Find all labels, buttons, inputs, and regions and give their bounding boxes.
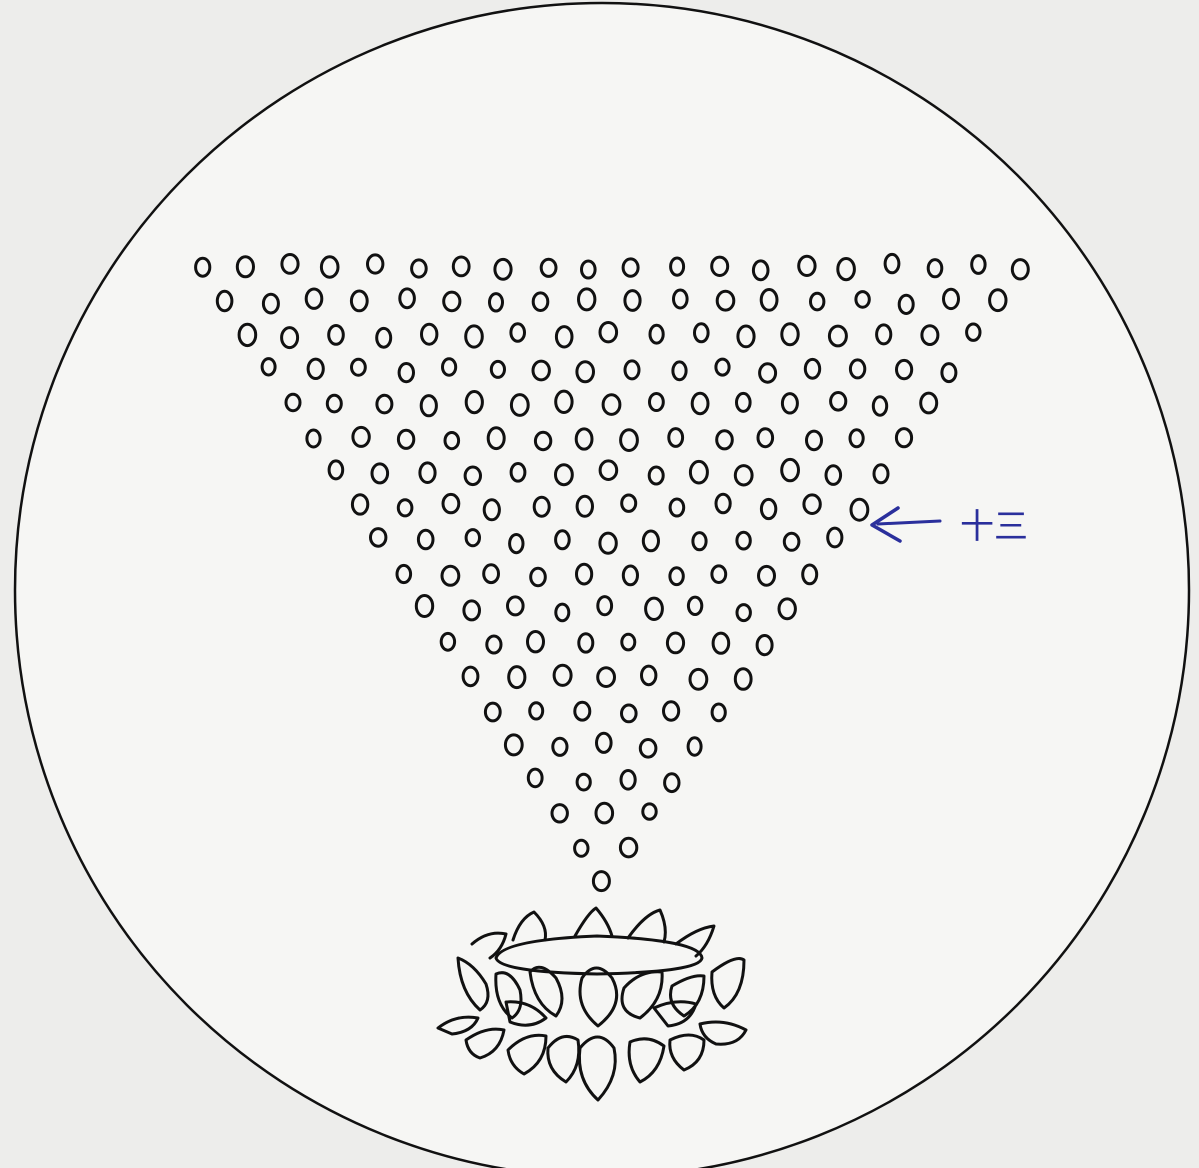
outer-circle [15,3,1189,1168]
annotation-label: 十三 [960,507,1028,547]
